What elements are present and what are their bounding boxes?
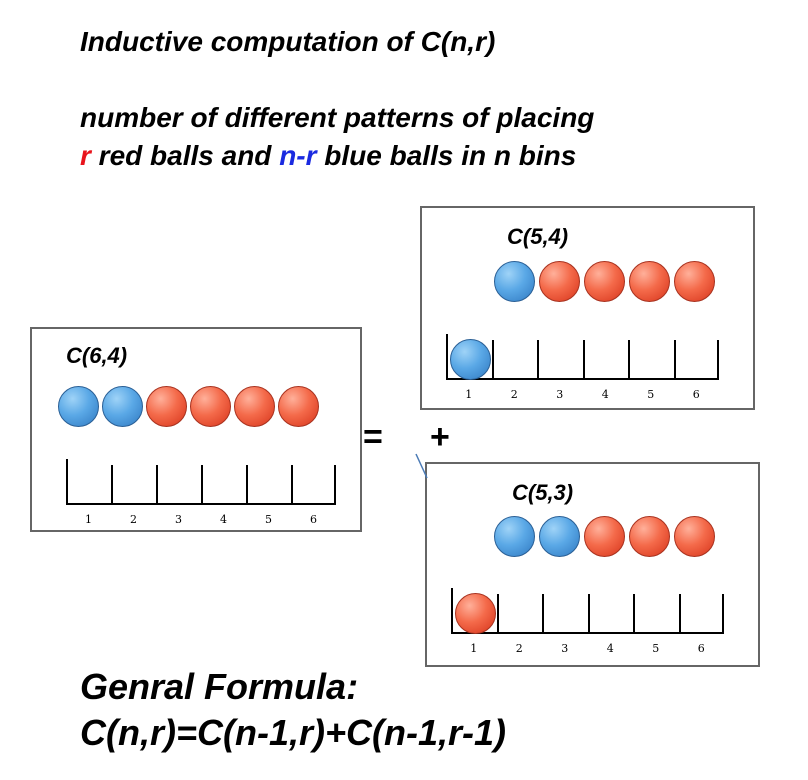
- panel-label: C(5,3): [512, 480, 574, 505]
- panel-label: C(5,4): [507, 224, 569, 249]
- bin-number: 3: [561, 642, 569, 655]
- page-title: Inductive computation of C(n,r): [80, 26, 496, 57]
- bin-number: 2: [510, 388, 518, 401]
- bin-rack: [66, 459, 336, 505]
- bin-divider: [446, 334, 448, 380]
- bin-divider: [66, 459, 68, 505]
- bin-divider: [633, 594, 635, 634]
- blue-ball: [539, 516, 580, 557]
- red-ball: [146, 386, 187, 427]
- bin-number: 6: [310, 513, 317, 526]
- description-line-1: number of different patterns of placing: [80, 102, 595, 133]
- bin-divider: [291, 465, 293, 505]
- bin-divider: [156, 465, 158, 505]
- bin-number: 6: [697, 642, 705, 655]
- bin-divider: [246, 465, 248, 505]
- bin-number: 1: [470, 642, 478, 655]
- bin-number: 5: [652, 642, 660, 655]
- plus-sign: +: [430, 418, 450, 456]
- bin-number: 2: [130, 513, 137, 526]
- bin-number: 5: [265, 513, 272, 526]
- bin-divider: [334, 465, 336, 505]
- red-ball: [584, 516, 625, 557]
- bin-divider: [451, 588, 453, 634]
- formula-expression: C(n,r)=C(n-1,r)+C(n-1,r-1): [80, 712, 507, 753]
- bin-divider: [722, 594, 724, 634]
- red-ball: [539, 261, 580, 302]
- bin-number: 4: [606, 642, 614, 655]
- panel-c-5-3: C(5,3) 1 2 3 4 5 6: [425, 462, 760, 667]
- bin-divider: [678, 594, 681, 634]
- bin-number: 1: [85, 513, 92, 526]
- red-ball: [584, 261, 625, 302]
- bin-divider: [673, 340, 676, 380]
- red-ball: [674, 261, 715, 302]
- bin-divider: [491, 340, 494, 380]
- description-mid: red balls and: [90, 140, 280, 171]
- bin-number: 2: [515, 642, 523, 655]
- bin-divider: [496, 594, 499, 634]
- bin-divider: [587, 594, 590, 634]
- blue-ball: [102, 386, 143, 427]
- blue-ball: [58, 386, 99, 427]
- bin-divider: [111, 465, 113, 505]
- bin1-blue-ball: [450, 339, 491, 380]
- connector-stroke: [415, 453, 428, 479]
- formula-label: Genral Formula:: [80, 666, 359, 707]
- panel-label: C(6,4): [66, 343, 128, 368]
- bin-rack: [446, 334, 719, 380]
- n-minus-r-term: n-r: [279, 140, 317, 171]
- bin-divider: [201, 465, 203, 505]
- panel-c-5-4: C(5,4) 1 2 3 4 5 6: [420, 206, 755, 410]
- equals-sign: =: [363, 418, 383, 456]
- blue-ball: [494, 261, 535, 302]
- bin1-red-ball: [455, 593, 496, 634]
- bin-divider: [717, 340, 719, 380]
- red-ball: [674, 516, 715, 557]
- bin-number: 3: [556, 388, 564, 401]
- bin-number: 1: [465, 388, 473, 401]
- bin-number: 4: [601, 388, 609, 401]
- description-end: blue balls in n bins: [316, 140, 577, 171]
- blue-ball: [494, 516, 535, 557]
- bin-divider: [537, 340, 539, 380]
- bin-number: 6: [692, 388, 700, 401]
- r-term: r: [80, 140, 91, 171]
- red-ball: [629, 261, 670, 302]
- red-ball: [278, 386, 319, 427]
- bin-rack: [451, 588, 724, 634]
- panel-c-6-4: C(6,4) 1 2 3 4 5 6: [30, 327, 362, 532]
- red-ball: [629, 516, 670, 557]
- bin-divider: [582, 340, 585, 380]
- bin-number: 4: [220, 513, 227, 526]
- red-ball: [190, 386, 231, 427]
- bin-divider: [542, 594, 544, 634]
- red-ball: [234, 386, 275, 427]
- bin-number: 3: [175, 513, 182, 526]
- bin-divider: [628, 340, 630, 380]
- description-line-2: r red balls and n-r blue balls in n bins: [80, 140, 576, 172]
- bin-number: 5: [647, 388, 655, 401]
